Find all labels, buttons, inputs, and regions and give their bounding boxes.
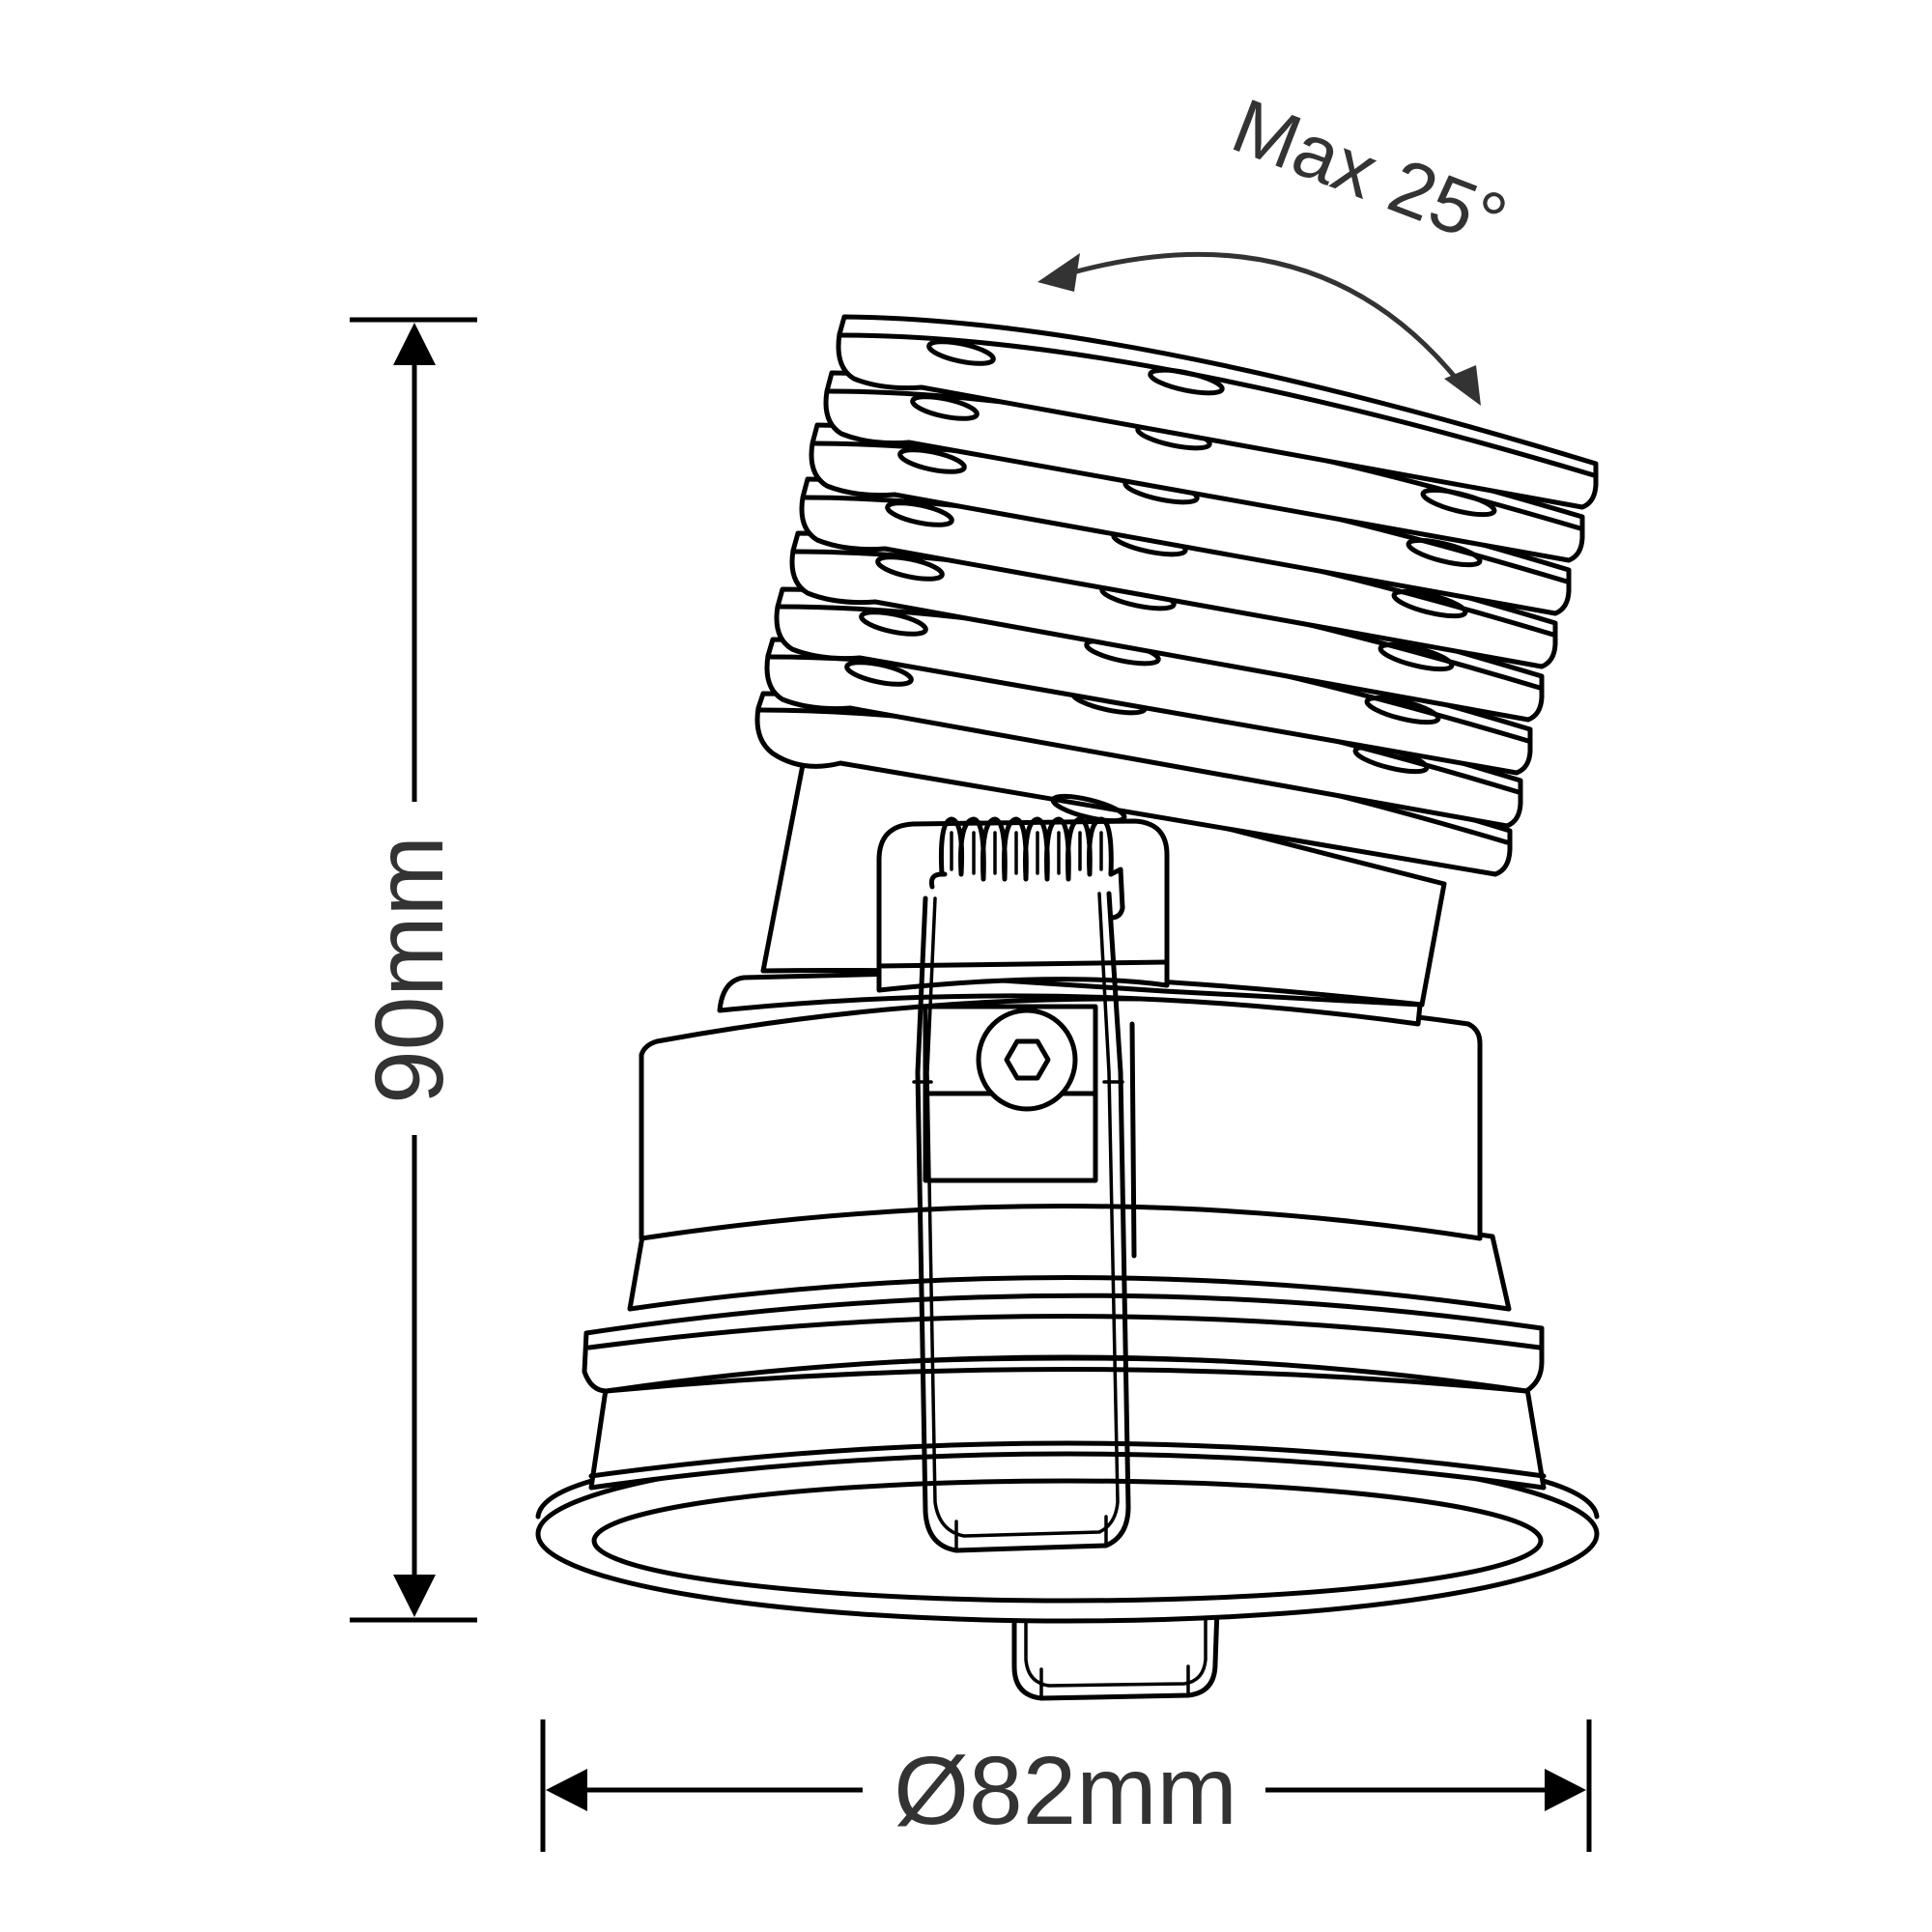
diameter-dimension: Ø82mm [540,1719,1592,1852]
arrow-left-icon [546,1769,587,1811]
hex-adjustment-screw [923,1004,1098,1183]
fixture [535,314,1600,1701]
arrow-down-icon [393,1575,436,1617]
height-label: 90mm [355,836,464,1104]
bottom-tab [1011,1605,1220,1701]
arrow-right-icon [1545,1769,1586,1811]
fin-1 [836,314,1599,510]
tilt-label: Max 25° [1222,82,1519,265]
torsion-spring [938,816,1114,882]
tilt-arc [1062,251,1461,384]
arrow-up-icon [393,323,436,365]
diameter-label: Ø82mm [894,1737,1237,1845]
hex-socket-icon [1004,1038,1051,1081]
spring-clip [912,867,1137,1553]
tilt-arrow-right-icon [1444,365,1481,406]
height-dimension: 90mm [350,317,477,1623]
collar-ring [582,1293,1545,1394]
tilt-arrow-left-icon [1037,253,1080,292]
heat-sink-fins [754,314,1599,877]
